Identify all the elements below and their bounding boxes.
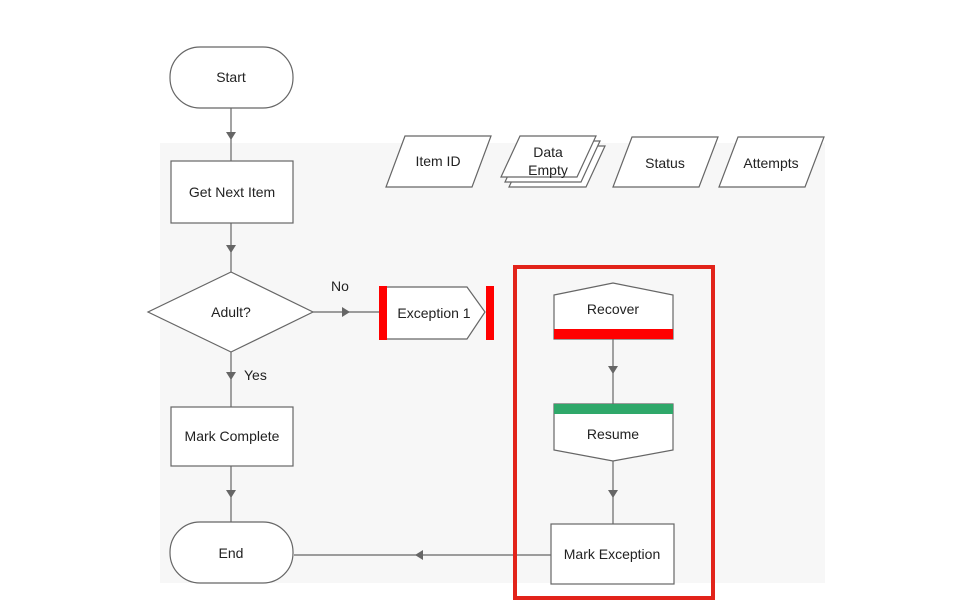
- data-item-item-id[interactable]: Item ID: [385, 135, 492, 188]
- get-next-item-node[interactable]: Get Next Item: [170, 160, 294, 224]
- arrowheads: [226, 132, 618, 560]
- arrowhead-8: [415, 550, 423, 560]
- resume-bar: [554, 404, 673, 414]
- edge-label-yes: Yes: [244, 367, 267, 383]
- data-item-status[interactable]: Status: [612, 136, 719, 188]
- mark-complete-node[interactable]: Mark Complete: [170, 406, 294, 467]
- collection-label-line1: Data: [533, 144, 563, 160]
- exception-node[interactable]: Exception 1: [379, 286, 494, 340]
- recover-node[interactable]: Recover: [553, 282, 674, 340]
- recover-bar: [554, 329, 673, 339]
- end-label: End: [219, 545, 244, 561]
- arrowhead-3: [226, 372, 236, 380]
- exception-bar-left: [379, 286, 387, 340]
- adult-decision-label: Adult?: [211, 304, 251, 320]
- exception-label: Exception 1: [397, 305, 470, 321]
- adult-decision-node[interactable]: Adult?: [146, 271, 315, 353]
- arrowhead-5: [342, 307, 350, 317]
- arrowhead-2: [226, 245, 236, 253]
- recover-label: Recover: [587, 301, 639, 317]
- exception-bar-right: [486, 286, 494, 340]
- start-label: Start: [216, 69, 246, 85]
- get-next-item-label: Get Next Item: [189, 184, 275, 200]
- mark-exception-node[interactable]: Mark Exception: [550, 523, 675, 585]
- mark-complete-label: Mark Complete: [185, 428, 280, 444]
- edge-label-no: No: [331, 278, 349, 294]
- attempts-label: Attempts: [743, 155, 798, 171]
- item-id-label: Item ID: [415, 153, 460, 169]
- end-node[interactable]: End: [169, 521, 294, 584]
- data-item-attempts[interactable]: Attempts: [718, 136, 825, 188]
- resume-label: Resume: [587, 426, 639, 442]
- status-label: Status: [645, 155, 685, 171]
- collection-label-line2: Empty: [528, 162, 568, 178]
- collection-data-empty[interactable]: Data Empty: [500, 135, 606, 188]
- arrowhead-7: [608, 490, 618, 498]
- resume-node[interactable]: Resume: [553, 403, 674, 462]
- arrowhead-1: [226, 132, 236, 140]
- arrowhead-6: [608, 366, 618, 374]
- arrowhead-4: [226, 490, 236, 498]
- recovery-highlight-box: [513, 265, 715, 600]
- start-node[interactable]: Start: [169, 46, 294, 109]
- mark-exception-label: Mark Exception: [564, 546, 660, 562]
